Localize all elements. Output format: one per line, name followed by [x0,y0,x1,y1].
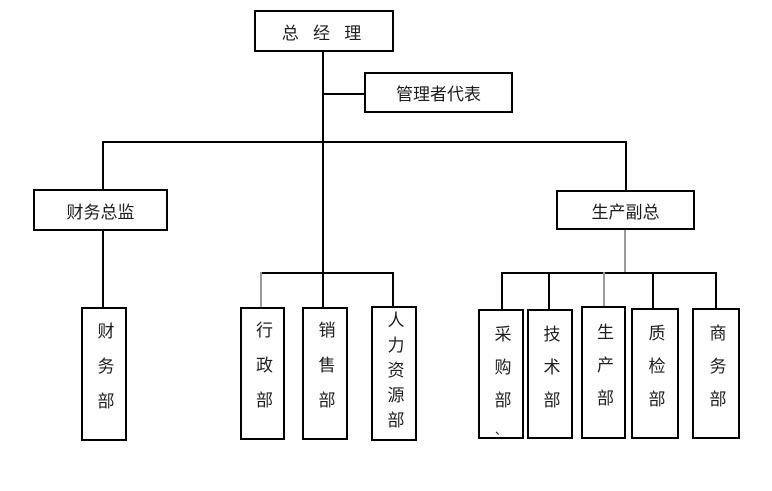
connector-management-rep-branch [323,93,364,95]
node-purchasing-dept-note: 、 [494,423,507,437]
node-finance-dept-label: 财务部 [94,321,114,427]
connector-gm-trunk-vertical [322,52,324,307]
connector-middle-bus [261,272,393,274]
node-finance-director: 财务总监 [33,189,168,231]
node-production-dept-label: 生产部 [594,323,613,422]
node-production-dept: 生产部 [581,306,626,439]
connector-tech-dept-stub [548,272,550,310]
node-qc-dept: 质检部 [631,308,679,439]
connector-right-bus [502,272,717,274]
node-finance-director-label: 财务总监 [66,202,135,222]
connector-business-dept-stub [715,272,717,309]
connector-production-dept-stub [603,272,605,307]
node-sales-dept: 销售部 [302,307,348,440]
node-admin-dept-label: 行政部 [253,321,272,426]
node-tech-dept: 技术部 [527,309,573,439]
connector-production-vp-drop [625,141,627,191]
node-production-vp-label: 生产副总 [591,202,660,222]
connector-admin-dept-stub [260,272,262,308]
connector-finance-director-to-finance-dept [102,231,104,308]
node-purchasing-dept: 采购部 、 [478,309,524,439]
node-sales-dept-label: 销售部 [315,321,335,426]
node-finance-dept: 财务部 [81,307,127,441]
node-business-dept: 商务部 [692,308,740,439]
node-general-manager-label: 总 经 理 [281,23,367,43]
node-management-representative-label: 管理者代表 [396,85,481,104]
node-general-manager: 总 经 理 [254,10,394,52]
connector-finance-director-drop [102,141,104,190]
node-qc-dept-label: 质检部 [645,324,665,423]
node-production-vp: 生产副总 [556,190,695,230]
connector-main-bus [102,141,627,143]
node-management-representative: 管理者代表 [364,72,513,113]
node-admin-dept: 行政部 [240,307,285,440]
node-purchasing-dept-label: 采购部 [491,324,511,424]
connector-purchasing-dept-stub [501,272,503,310]
node-tech-dept-label: 技术部 [540,324,560,424]
connector-hr-dept-stub [392,272,394,307]
connector-qc-dept-stub [652,272,654,309]
connector-production-vp-to-bus [624,230,626,273]
node-business-dept-label: 商务部 [706,324,726,423]
node-hr-dept: 人力资源部 [371,306,417,441]
node-hr-dept-label: 人力资源部 [384,311,404,436]
